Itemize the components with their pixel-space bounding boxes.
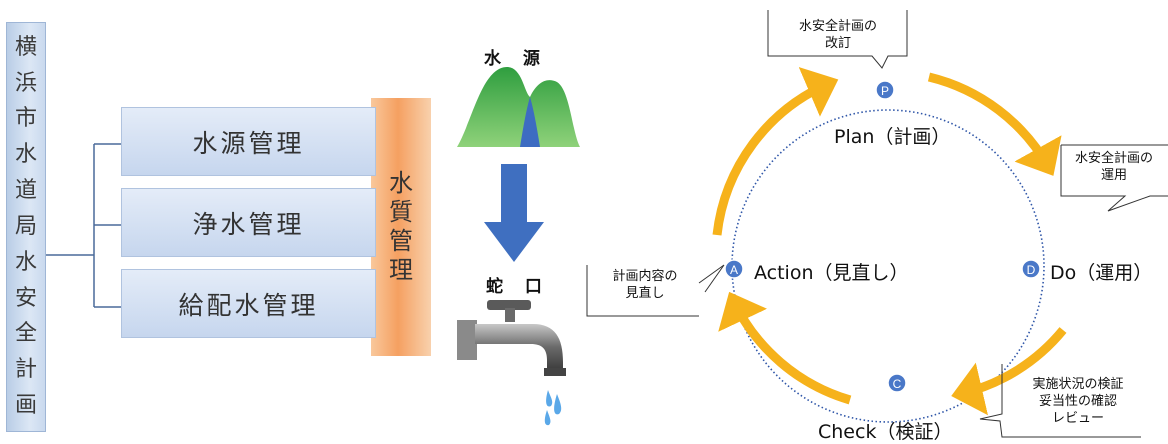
quality-char: 理 xyxy=(389,256,413,284)
distribution-management-box: 給配水管理 xyxy=(121,269,376,338)
check-label: Check（検証） xyxy=(818,421,953,443)
do-marker: D xyxy=(1021,259,1041,279)
quality-char: 質 xyxy=(389,198,413,226)
plan-marker-letter: P xyxy=(881,84,889,98)
callout-line: 改訂 xyxy=(824,36,851,51)
callout-operate: 水安全計画の 運用 xyxy=(1060,150,1168,184)
callout-review-plan: 計画内容の 見直し xyxy=(590,268,700,302)
callout-line: 計画内容の xyxy=(612,269,678,284)
arrow-plan-to-do xyxy=(927,72,1062,176)
title-char: 浜 xyxy=(14,70,37,96)
callout-verify: 実施状況の検証 妥当性の確認 レビュー xyxy=(1008,376,1148,427)
check-marker: C xyxy=(887,373,907,393)
title-char: 局 xyxy=(14,213,37,239)
callout-line: 運用 xyxy=(1100,168,1127,183)
purification-management-box: 浄水管理 xyxy=(121,188,376,257)
tree-connector xyxy=(46,143,122,308)
do-label: Do（運用） xyxy=(1050,262,1153,284)
water-source-label: 水 源 xyxy=(484,49,548,69)
callout-frame-revise xyxy=(767,10,908,69)
plan-title-vertical: 横 浜 市 水 道 局 水 安 全 計 画 xyxy=(6,22,46,432)
callout-frame-verify xyxy=(979,364,1141,438)
callout-line: 妥当性の確認 xyxy=(1038,394,1117,409)
callout-line: 見直し xyxy=(625,286,665,301)
action-label: Action（見直し） xyxy=(754,262,909,284)
check-marker-letter: C xyxy=(893,377,902,391)
water-source-management-box: 水源管理 xyxy=(121,107,376,176)
arrow-action-to-plan xyxy=(712,67,839,236)
title-char: 水 xyxy=(14,142,37,168)
water-quality-management-bar: 水 質 管 理 xyxy=(371,98,431,356)
cycle-dotted-circle xyxy=(731,109,1045,423)
callout-line: 水安全計画の xyxy=(798,19,877,34)
callout-line: 実施状況の検証 xyxy=(1032,377,1124,392)
callout-line: レビュー xyxy=(1051,411,1104,426)
title-char: 水 xyxy=(14,249,37,275)
flow-down-arrow-icon xyxy=(484,164,544,262)
callout-revise: 水安全計画の 改訂 xyxy=(773,18,903,52)
title-char: 市 xyxy=(14,106,37,132)
mountain-icon xyxy=(457,67,580,147)
quality-char: 水 xyxy=(389,169,413,197)
arrow-check-to-action xyxy=(718,291,852,405)
callout-line: 水安全計画の xyxy=(1074,151,1153,166)
faucet-label: 蛇 口 xyxy=(486,277,550,297)
action-marker: A xyxy=(724,259,744,279)
quality-char: 管 xyxy=(389,227,413,255)
callout-frame-operate xyxy=(1060,144,1168,212)
plan-marker: P xyxy=(875,80,895,100)
action-marker-letter: A xyxy=(730,263,738,277)
arrow-do-to-check xyxy=(951,327,1067,416)
title-char: 画 xyxy=(14,393,37,419)
faucet-icon xyxy=(457,300,566,426)
title-char: 全 xyxy=(14,321,37,347)
title-char: 横 xyxy=(14,34,37,60)
plan-label: Plan（計画） xyxy=(834,126,951,148)
title-char: 安 xyxy=(14,285,37,311)
title-char: 道 xyxy=(14,178,37,204)
do-marker-letter: D xyxy=(1027,263,1036,277)
title-char: 計 xyxy=(14,357,37,383)
callout-frame-review-plan xyxy=(586,264,725,317)
